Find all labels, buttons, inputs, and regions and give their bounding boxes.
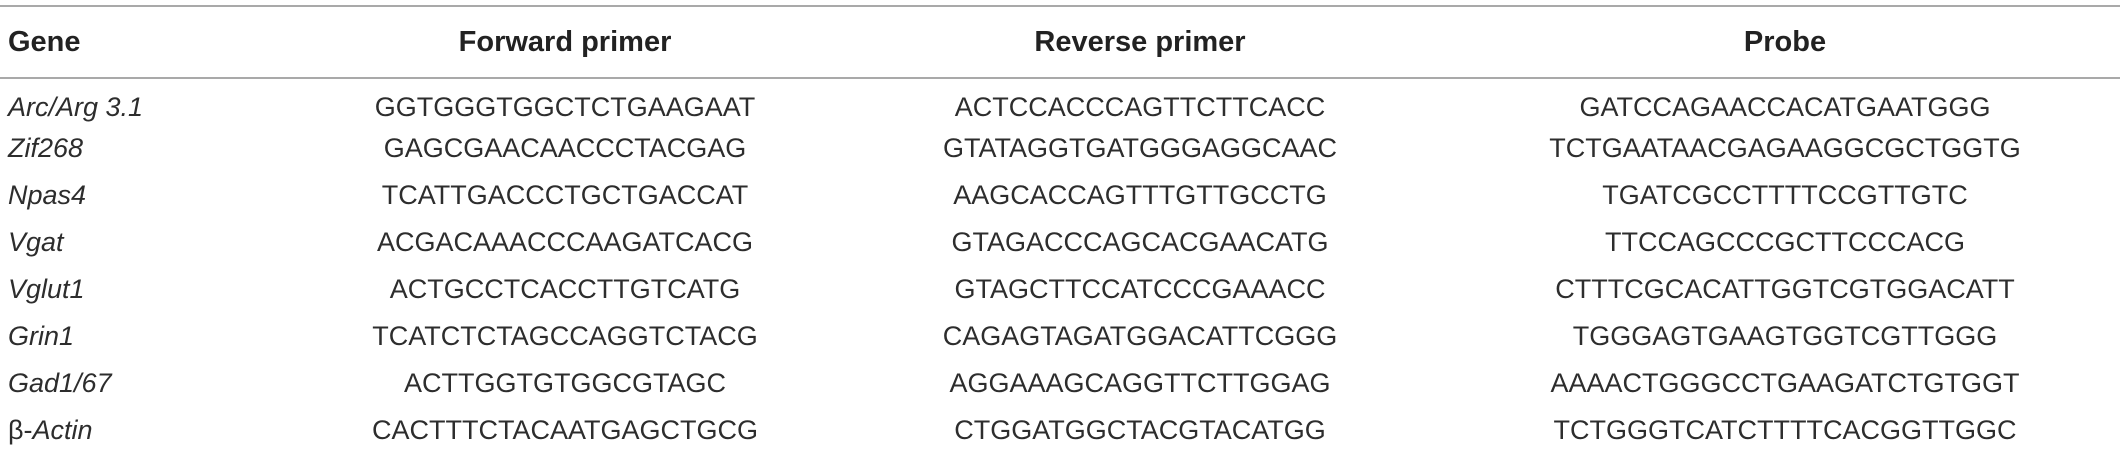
header-gene: Gene xyxy=(8,25,81,58)
forward-primer-cell: GAGCGAACAACCCTACGAG xyxy=(383,133,747,163)
gene-cell: Grin1 xyxy=(8,321,75,351)
table-row: Grin1 TCATCTCTAGCCAGGTCTACG CAGAGTAGATGG… xyxy=(0,313,2120,360)
forward-primer-cell: CACTTTCTACAATGAGCTGCG xyxy=(372,415,758,445)
probe-cell: TCTGGGTCATCTTTTCACGGTTGGC xyxy=(1553,415,2017,445)
gene-cell: Arc/Arg 3.1 xyxy=(8,91,144,122)
forward-primer-cell: TCATCTCTAGCCAGGTCTACG xyxy=(372,321,758,351)
table-row: β-Actin CACTTTCTACAATGAGCTGCG CTGGATGGCT… xyxy=(0,407,2120,454)
reverse-primer-cell: GTAGACCCAGCACGAACATG xyxy=(951,227,1329,257)
table-row: Gad1/67 ACTTGGTGTGGCGTAGC AGGAAAGCAGGTTC… xyxy=(0,360,2120,407)
primer-table: Gene Forward primer Reverse primer Probe… xyxy=(0,5,2120,454)
forward-primer-cell: ACTGCCTCACCTTGTCATG xyxy=(389,274,741,304)
reverse-primer-cell: ACTCCACCCAGTTCTTCACC xyxy=(954,91,1326,122)
probe-cell: TTCCAGCCCGCTTCCCACG xyxy=(1605,227,1965,257)
gene-cell: β-Actin xyxy=(0,407,300,454)
table-row: Vglut1 ACTGCCTCACCTTGTCATG GTAGCTTCCATCC… xyxy=(0,266,2120,313)
forward-primer-cell: ACGACAAACCCAAGATCACG xyxy=(376,227,754,257)
probe-cell: CTTTCGCACATTGGTCGTGGACATT xyxy=(1555,274,2015,304)
header-row: Gene Forward primer Reverse primer Probe xyxy=(0,6,2120,78)
gene-cell: Npas4 xyxy=(8,180,87,210)
table-row: Vgat ACGACAAACCCAAGATCACG GTAGACCCAGCACG… xyxy=(0,219,2120,266)
gene-cell: Zif268 xyxy=(8,133,84,163)
forward-primer-cell: TCATTGACCCTGCTGACCAT xyxy=(381,180,749,210)
table-body: Arc/Arg 3.1 GGTGGGTGGCTCTGAAGAAT ACTCCAC… xyxy=(0,78,2120,454)
reverse-primer-cell: CTGGATGGCTACGTACATGG xyxy=(954,415,1326,445)
reverse-primer-cell: CAGAGTAGATGGACATTCGGG xyxy=(942,321,1338,351)
forward-primer-cell: ACTTGGTGTGGCGTAGC xyxy=(404,368,726,398)
reverse-primer-cell: GTATAGGTGATGGGAGGCAAC xyxy=(942,133,1338,163)
gene-cell: Vgat xyxy=(8,227,64,257)
reverse-primer-cell: AAGCACCAGTTTGTTGCCTG xyxy=(953,180,1327,210)
forward-primer-cell: GGTGGGTGGCTCTGAAGAAT xyxy=(374,91,756,122)
gene-name: Actin xyxy=(32,415,93,445)
gene-cell: Gad1/67 xyxy=(8,368,112,398)
probe-cell: TCTGAATAACGAGAAGGCGCTGGTG xyxy=(1549,133,2021,163)
probe-cell: TGGGAGTGAAGTGGTCGTTGGG xyxy=(1572,321,1998,351)
header-reverse-primer: Reverse primer xyxy=(1034,25,1246,58)
header-probe: Probe xyxy=(1743,25,1827,58)
gene-cell: Vglut1 xyxy=(8,274,85,304)
probe-cell: TGATCGCCTTTTCCGTTGTC xyxy=(1602,180,1968,210)
probe-cell: GATCCAGAACCACATGAATGGG xyxy=(1579,91,1991,122)
reverse-primer-cell: GTAGCTTCCATCCCGAAACC xyxy=(954,274,1326,304)
table-row: Arc/Arg 3.1 GGTGGGTGGCTCTGAAGAAT ACTCCAC… xyxy=(0,78,2120,125)
table-row: Npas4 TCATTGACCCTGCTGACCAT AAGCACCAGTTTG… xyxy=(0,172,2120,219)
table-row: Zif268 GAGCGAACAACCCTACGAG GTATAGGTGATGG… xyxy=(0,125,2120,172)
reverse-primer-cell: AGGAAAGCAGGTTCTTGGAG xyxy=(949,368,1331,398)
probe-cell: AAAACTGGGCCTGAAGATCTGTGGT xyxy=(1550,368,2020,398)
header-forward-primer: Forward primer xyxy=(458,25,672,58)
gene-prefix: β- xyxy=(8,415,33,445)
table-header: Gene Forward primer Reverse primer Probe xyxy=(0,6,2120,78)
